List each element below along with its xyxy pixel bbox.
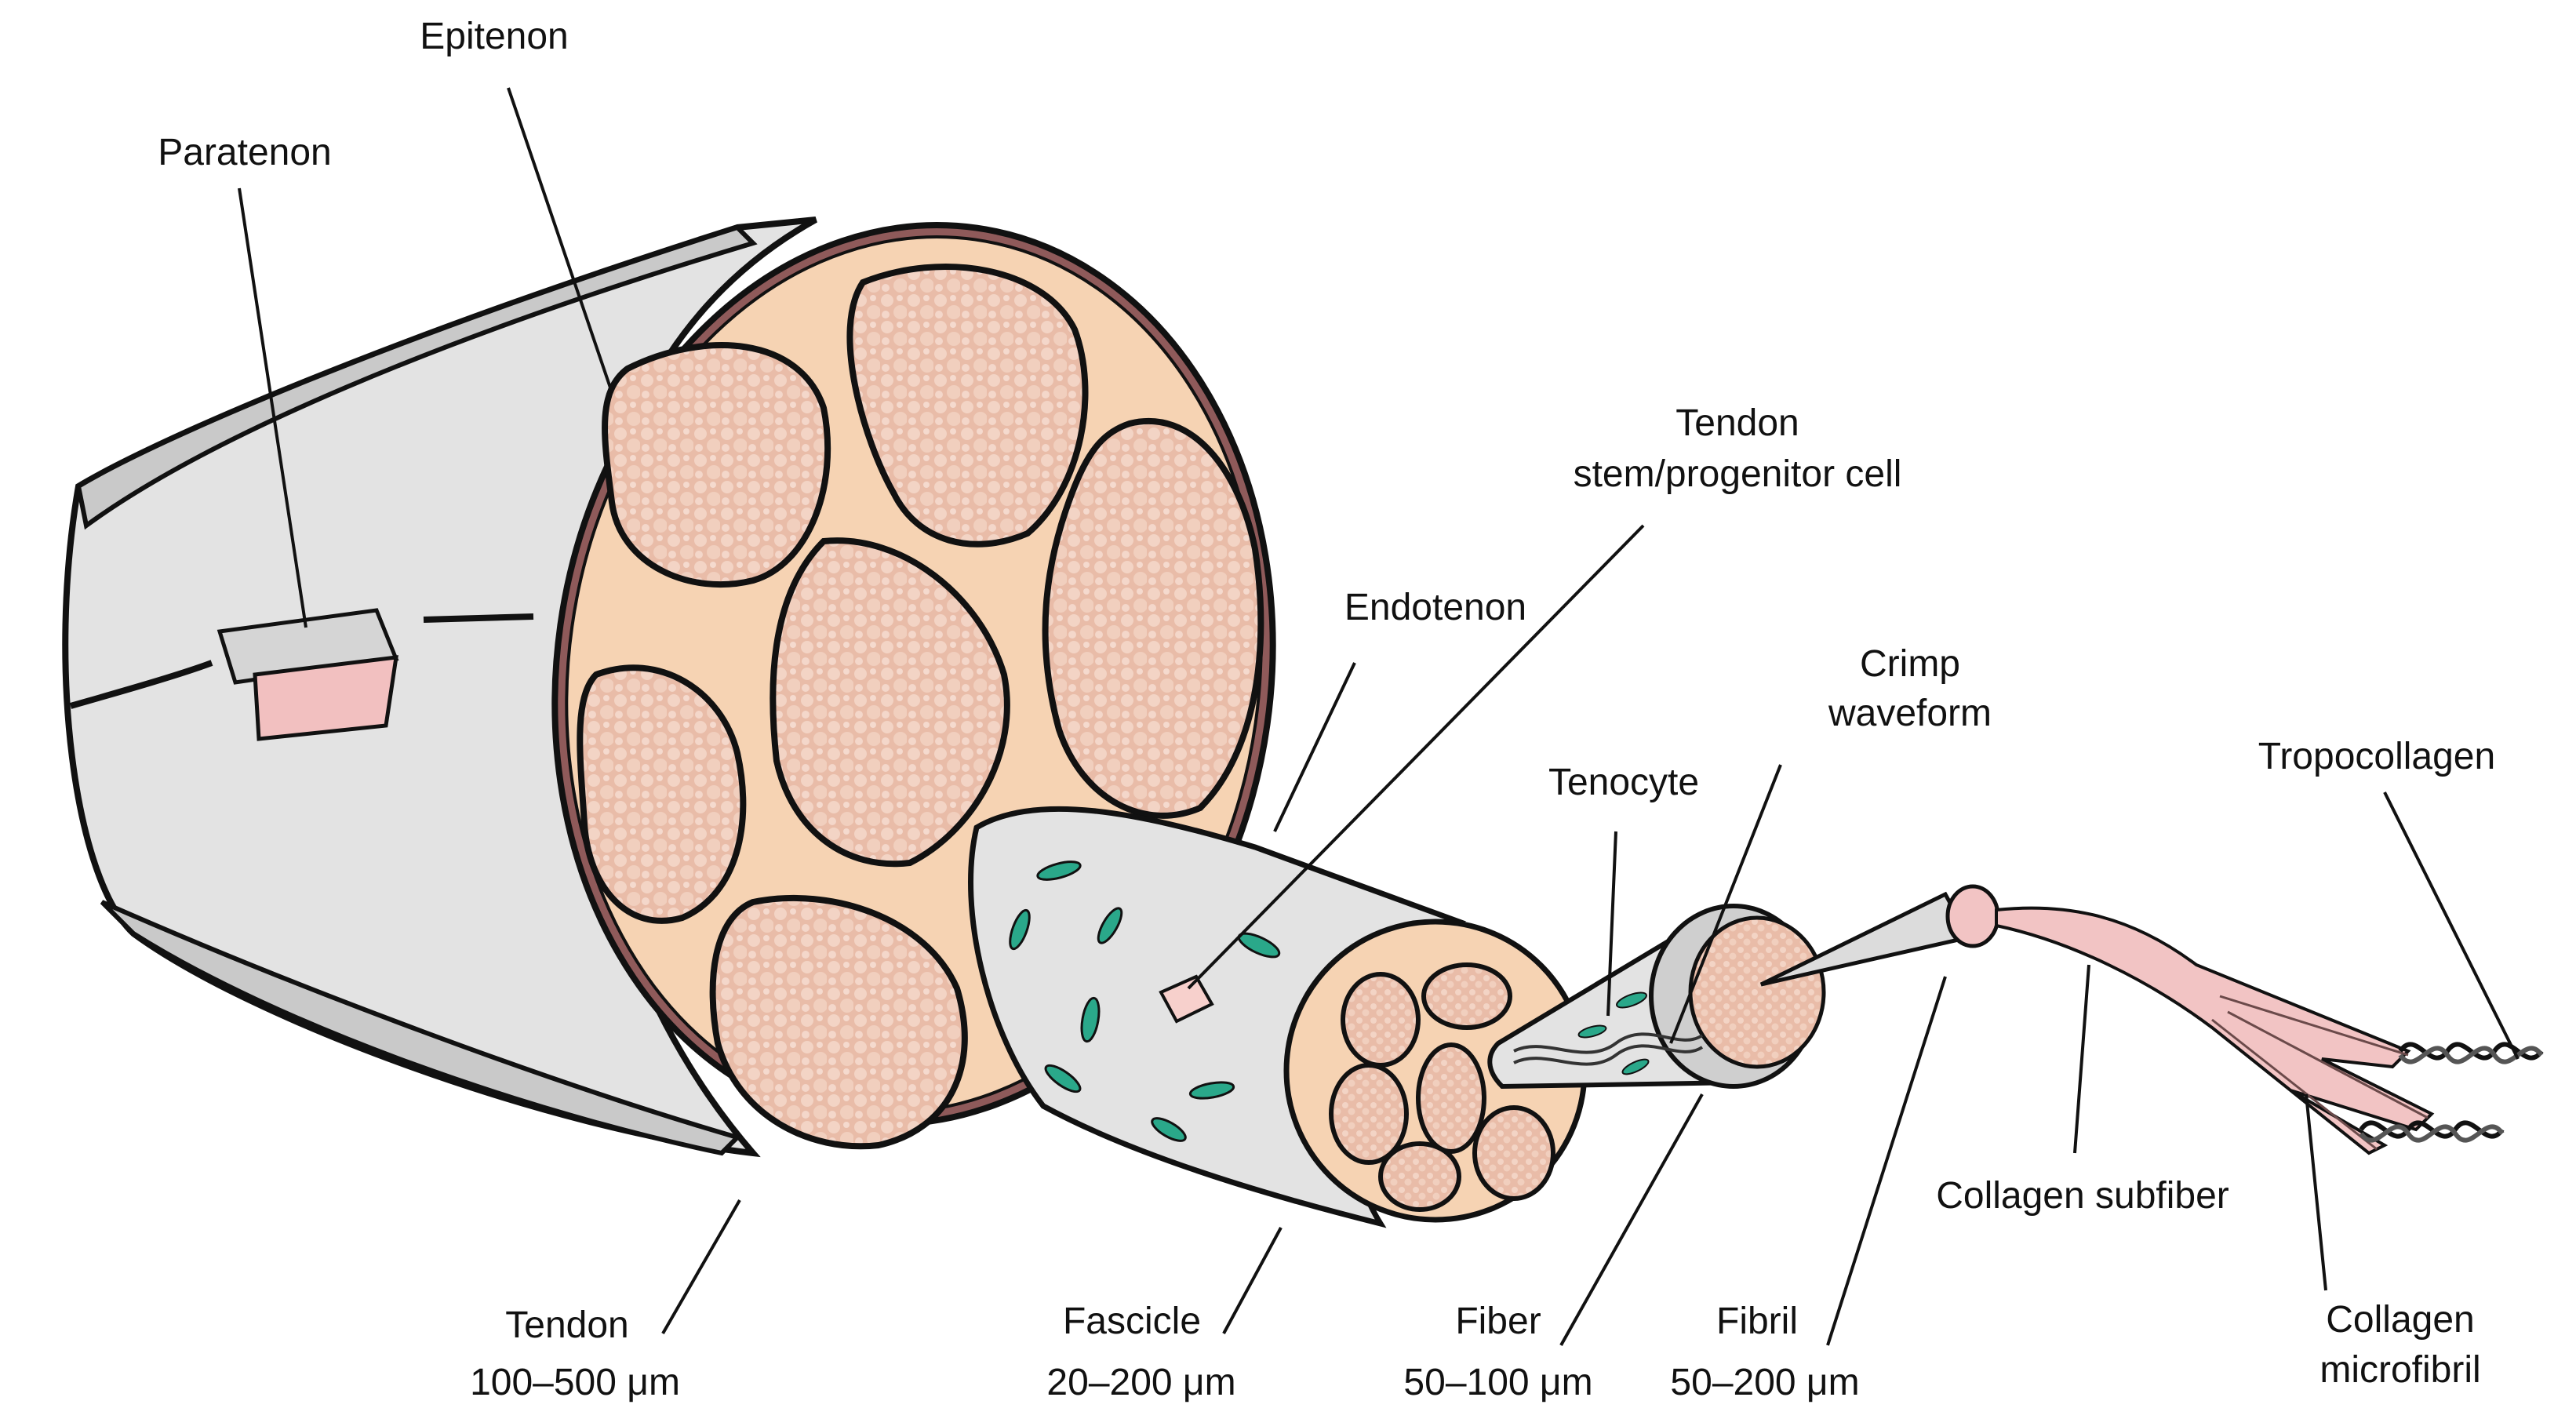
label-tendon-name: Tendon	[505, 1304, 628, 1346]
label-fascicle-name: Fascicle	[1063, 1301, 1201, 1342]
label-stem-cell-line1: Tendon	[1675, 402, 1799, 444]
leader-lines	[238, 87, 2520, 1346]
leader-stem-cell	[1187, 524, 1645, 990]
leader-subfiber	[2073, 964, 2090, 1154]
leader-fascicle	[1222, 1227, 1283, 1334]
leader-microfibril	[2305, 1093, 2327, 1291]
labels: Epitenon Paratenon Tendon stem/progenito…	[158, 16, 2495, 1403]
label-tenocyte: Tenocyte	[1548, 762, 1699, 803]
label-microfibril-line2: microfibril	[2319, 1349, 2480, 1391]
fibril	[1759, 884, 2000, 987]
label-tropocollagen: Tropocollagen	[2258, 736, 2495, 777]
label-stem-cell-line2: stem/progenitor cell	[1574, 453, 1902, 495]
label-collagen-subfiber: Collagen subfiber	[1936, 1175, 2229, 1217]
label-tendon-size: 100–500 μm	[470, 1362, 680, 1403]
leader-paratenon	[238, 187, 307, 628]
tendon-body	[62, 216, 817, 1158]
leader-tropocollagen	[2383, 791, 2520, 1060]
fiber	[1487, 904, 1826, 1090]
label-paratenon: Paratenon	[158, 132, 332, 173]
leader-tenocyte	[1606, 831, 1617, 1017]
label-fascicle-size: 20–200 μm	[1046, 1362, 1235, 1403]
leader-fibril	[1826, 976, 1947, 1346]
label-fibril-name: Fibril	[1716, 1301, 1798, 1342]
label-microfibril-line1: Collagen	[2326, 1299, 2474, 1341]
label-fiber-name: Fiber	[1455, 1301, 1541, 1342]
leader-epitenon	[507, 87, 613, 393]
label-endotenon: Endotenon	[1344, 587, 1526, 628]
leader-tendon	[661, 1199, 741, 1334]
paratenon-flap	[216, 608, 399, 741]
label-fiber-size: 50–100 μm	[1403, 1362, 1592, 1403]
leader-fiber	[1559, 1093, 1704, 1346]
label-fibril-size: 50–200 μm	[1670, 1362, 1859, 1403]
leader-crimp	[1669, 764, 1782, 1044]
leader-endotenon	[1273, 662, 1356, 832]
fascicle-section	[577, 264, 1264, 1150]
label-crimp-line2: waveform	[1828, 693, 1992, 734]
label-epitenon: Epitenon	[420, 16, 569, 57]
tenocyte-cells	[1009, 860, 1281, 1142]
tropocollagen-helix	[2359, 1042, 2544, 1143]
collagen-subfiber	[1995, 906, 2435, 1155]
label-crimp-line1: Crimp	[1860, 643, 1960, 685]
fiber-section	[1329, 962, 1555, 1212]
